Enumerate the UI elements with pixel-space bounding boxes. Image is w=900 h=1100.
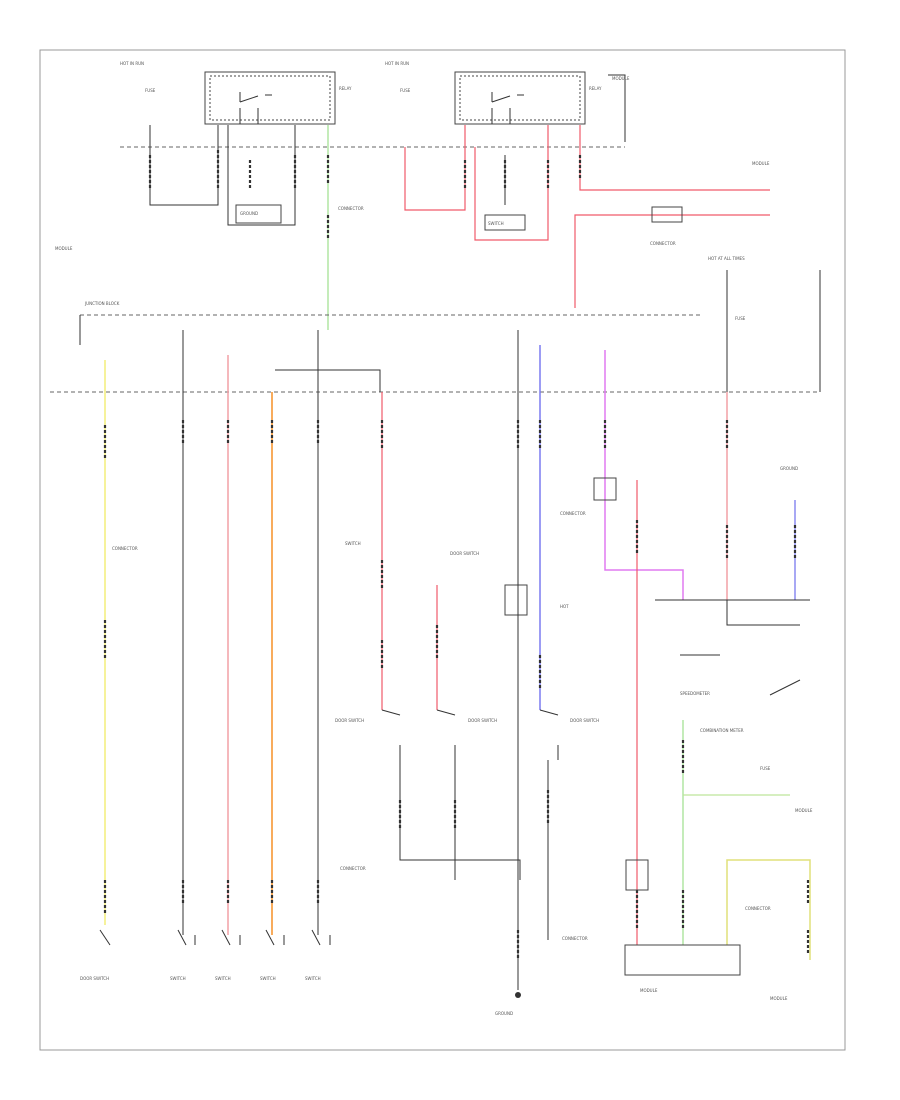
green-lower-wire: FUSE MODULE — [681, 720, 813, 945]
diagram-frame — [39, 49, 846, 1051]
svg-text:CONNECTOR: CONNECTOR — [650, 241, 676, 246]
bottom-labels: DOOR SWITCH SWITCH SWITCH SWITCH SWITCH … — [80, 976, 788, 1001]
svg-text:DOOR SWITCH: DOOR SWITCH — [80, 976, 109, 981]
door-switches: DOOR SWITCH DOOR SWITCH DOOR SWITCH — [335, 709, 599, 760]
label-hot-right: HOT IN RUN — [385, 61, 409, 66]
label-hot-left: HOT IN RUN — [120, 61, 144, 66]
label-combination-meter: COMBINATION METER — [700, 728, 744, 733]
svg-text:DOOR SWITCH: DOOR SWITCH — [570, 718, 599, 723]
svg-text:FUSE: FUSE — [735, 316, 746, 321]
top-left-drops: GROUND — [148, 125, 297, 226]
svg-text:DOOR SWITCH: DOOR SWITCH — [450, 551, 479, 556]
bottom-switches — [99, 929, 331, 946]
svg-text:MODULE: MODULE — [795, 808, 813, 813]
svg-text:MODULE: MODULE — [770, 996, 788, 1001]
mid-right-branch — [726, 600, 800, 626]
green-vertical-wire: CONNECTOR — [326, 125, 364, 330]
svg-text:FUSE: FUSE — [760, 766, 771, 771]
svg-text:SWITCH: SWITCH — [215, 976, 231, 981]
yellow-wire: CONNECTOR — [103, 360, 138, 925]
khaki-wire: CONNECTOR — [726, 859, 811, 960]
label-connector-lower: CONNECTOR — [340, 866, 366, 871]
svg-text:MODULE: MODULE — [752, 161, 770, 166]
svg-text:CONNECTOR: CONNECTOR — [560, 511, 586, 516]
speed-sensor-box: MODULE — [624, 944, 741, 993]
svg-text:HOT AT ALL TIMES: HOT AT ALL TIMES — [708, 256, 745, 261]
svg-text:DOOR SWITCH: DOOR SWITCH — [468, 718, 497, 723]
svg-text:CONNECTOR: CONNECTOR — [338, 206, 364, 211]
label-speedometer: SPEEDOMETER — [680, 691, 710, 696]
svg-text:CONNECTOR: CONNECTOR — [745, 906, 771, 911]
svg-text:SWITCH: SWITCH — [170, 976, 186, 981]
right-pink-wire: FUSE — [725, 270, 746, 600]
label-fuse-right: FUSE — [400, 88, 411, 93]
svg-text:MODULE: MODULE — [640, 988, 658, 993]
violet-wire: CONNECTOR — [560, 350, 684, 600]
svg-text:SWITCH: SWITCH — [260, 976, 276, 981]
right-blue-wire: GROUND — [780, 466, 798, 600]
label-module-left: MODULE — [55, 246, 73, 251]
red-wire-2: DOOR SWITCH — [435, 551, 528, 710]
ground-wire: GROUND — [495, 330, 521, 1016]
label-module-top: MODULE — [612, 76, 630, 81]
svg-text:DOOR SWITCH: DOOR SWITCH — [335, 718, 364, 723]
svg-text:CONNECTOR: CONNECTOR — [112, 546, 138, 551]
red-loop: SWITCH — [404, 125, 550, 241]
red-door-wire: SWITCH — [345, 392, 384, 710]
right-relay-box: RELAY — [454, 71, 626, 142]
svg-text:SWITCH: SWITCH — [305, 976, 321, 981]
svg-text:SWITCH: SWITCH — [488, 221, 504, 226]
label-connector-lower-right: CONNECTOR — [562, 936, 588, 941]
junction-edges — [79, 270, 821, 392]
black-wire-center — [275, 330, 381, 935]
svg-text:GROUND: GROUND — [240, 211, 258, 216]
svg-text:GROUND: GROUND — [780, 466, 798, 471]
label-fuse-left: FUSE — [145, 88, 156, 93]
svg-text:GROUND: GROUND — [495, 1011, 513, 1016]
left-relay-box: RELAY — [204, 71, 352, 125]
door-return-1 — [399, 760, 521, 880]
label-hot: HOT — [560, 604, 569, 609]
red-speed-wire — [625, 480, 649, 945]
speedometer-switch — [769, 679, 801, 696]
svg-text:RELAY: RELAY — [339, 86, 352, 91]
svg-text:SWITCH: SWITCH — [345, 541, 361, 546]
red-right-line: MODULE CONNECTOR HOT AT ALL TIMES — [574, 125, 770, 308]
door-connectors — [398, 790, 550, 830]
label-junction-block: JUNCTION BLOCK — [84, 301, 120, 306]
svg-text:RELAY: RELAY — [589, 86, 602, 91]
